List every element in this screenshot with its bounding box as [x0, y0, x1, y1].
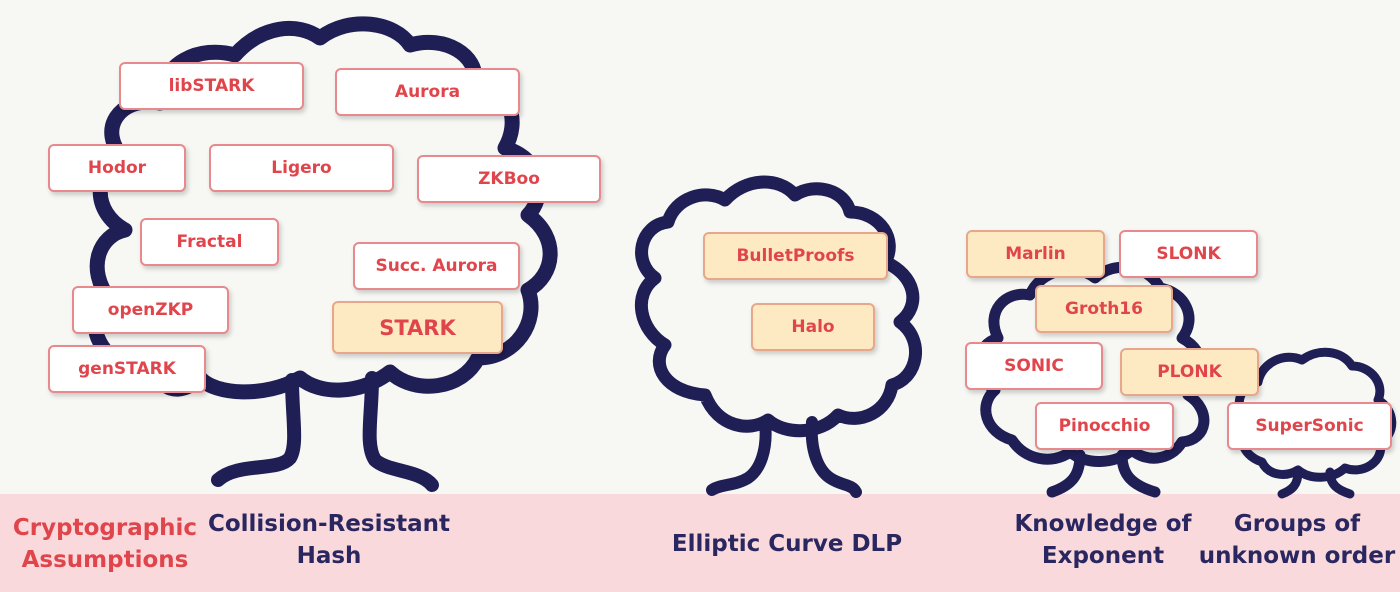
tree-koe-trunk-left — [1046, 449, 1086, 498]
tree-ecdlp-trunk-right — [805, 416, 862, 498]
assumptions-title-line1: Cryptographic — [12, 515, 198, 541]
tree-ecdlp-canopy — [634, 175, 922, 438]
tree-collision-trunk-left — [211, 373, 302, 487]
label-pinocchio: Pinocchio — [1035, 402, 1174, 450]
label-marlin: Marlin — [966, 230, 1105, 278]
label-halo: Halo — [751, 303, 875, 351]
caption-collision-line1: Collision-Resistant — [207, 511, 451, 537]
label-hodor: Hodor — [48, 144, 186, 192]
assumptions-title-line2: Assumptions — [21, 547, 189, 573]
label-supersonic: SuperSonic — [1227, 402, 1392, 450]
assumptions-title: Cryptographic Assumptions — [8, 512, 202, 576]
tree-collision-trunk-right — [362, 371, 439, 492]
label-openzkp: openZKP — [72, 286, 229, 334]
label-succ-aurora: Succ. Aurora — [353, 242, 520, 290]
label-genstark: genSTARK — [48, 345, 206, 393]
caption-ecdlp-line1: Elliptic Curve DLP — [671, 531, 903, 557]
label-sonic: SONIC — [965, 342, 1103, 390]
assumption-ground-band — [0, 494, 1400, 592]
label-aurora: Aurora — [335, 68, 520, 116]
caption-groups-unknown-order: Groups of unknown order — [1198, 508, 1396, 572]
label-bulletproofs: BulletProofs — [703, 232, 888, 280]
tree-koe-canopy — [973, 261, 1210, 467]
label-libstark: libSTARK — [119, 62, 304, 110]
tree-koe-trunk-right — [1116, 449, 1161, 498]
tree-guo-trunk-left — [1277, 467, 1303, 499]
label-groth16: Groth16 — [1035, 285, 1173, 333]
label-stark: STARK — [332, 301, 503, 354]
caption-elliptic-curve-dlp: Elliptic Curve DLP — [656, 528, 918, 560]
tree-guo-canopy — [1234, 347, 1397, 482]
label-fractal: Fractal — [140, 218, 279, 266]
caption-knowledge-of-exponent: Knowledge of Exponent — [1004, 508, 1202, 572]
tree-ecdlp-trunk-left — [706, 416, 772, 496]
caption-koe-line1: Knowledge of — [1014, 511, 1192, 537]
caption-koe-line2: Exponent — [1041, 543, 1165, 569]
caption-guo-line2: unknown order — [1198, 543, 1396, 569]
label-plonk: PLONK — [1120, 348, 1259, 396]
caption-collision-resistant-hash: Collision-Resistant Hash — [204, 508, 454, 572]
caption-guo-line1: Groups of — [1233, 511, 1361, 537]
label-zkboo: ZKBoo — [417, 155, 601, 203]
tree-guo-trunk-right — [1325, 467, 1355, 499]
label-slonk: SLONK — [1119, 230, 1258, 278]
caption-collision-line2: Hash — [296, 543, 362, 569]
label-ligero: Ligero — [209, 144, 394, 192]
